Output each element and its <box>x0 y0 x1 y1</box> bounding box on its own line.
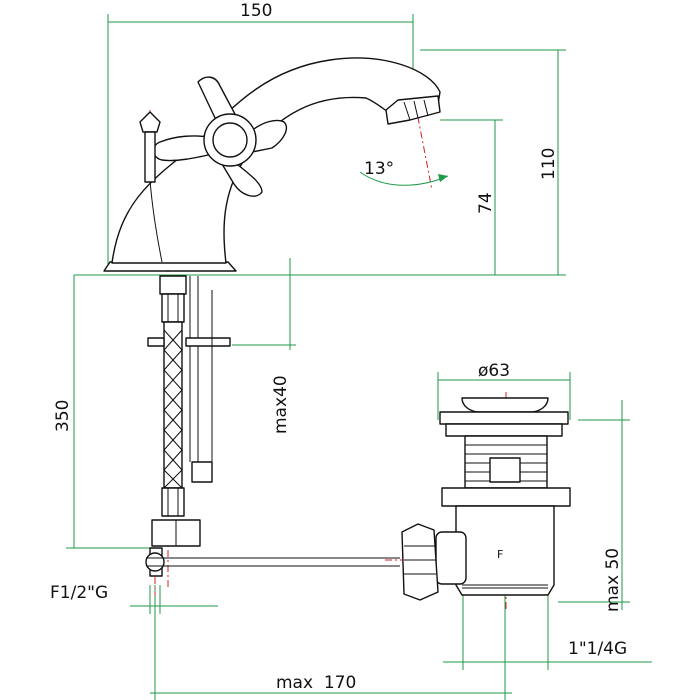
dimension-lines <box>66 14 652 700</box>
dim-drain-max-label: max 50 <box>603 548 623 612</box>
popup-waste: F <box>401 397 571 601</box>
svg-text:F: F <box>497 548 503 561</box>
drain-rod <box>145 552 400 572</box>
dim-max-thickness-label: max40 <box>271 375 291 434</box>
supply-hose <box>147 275 231 577</box>
dim-spout-angle-label: 13° <box>364 159 394 179</box>
spout-angle <box>359 171 449 186</box>
dim-hose-length-label: 350 <box>53 400 73 432</box>
dim-total-height-label: 110 <box>539 148 559 180</box>
dim-drain-diameter-label: ø63 <box>478 361 510 381</box>
dim-drain-thread-label: 1"1/4G <box>568 639 627 659</box>
dim-rod-length-label: max 170 <box>276 673 356 693</box>
cross-handle <box>152 76 288 197</box>
dim-spout-height-label: 74 <box>476 192 496 214</box>
popup-lever <box>139 111 161 183</box>
dim-top-width-label: 150 <box>240 1 272 21</box>
dim-hose-thread-label: F1/2"G <box>50 583 108 603</box>
labels: 150 110 74 13° 350 max40 ø63 max 50 1"1/… <box>50 1 627 693</box>
